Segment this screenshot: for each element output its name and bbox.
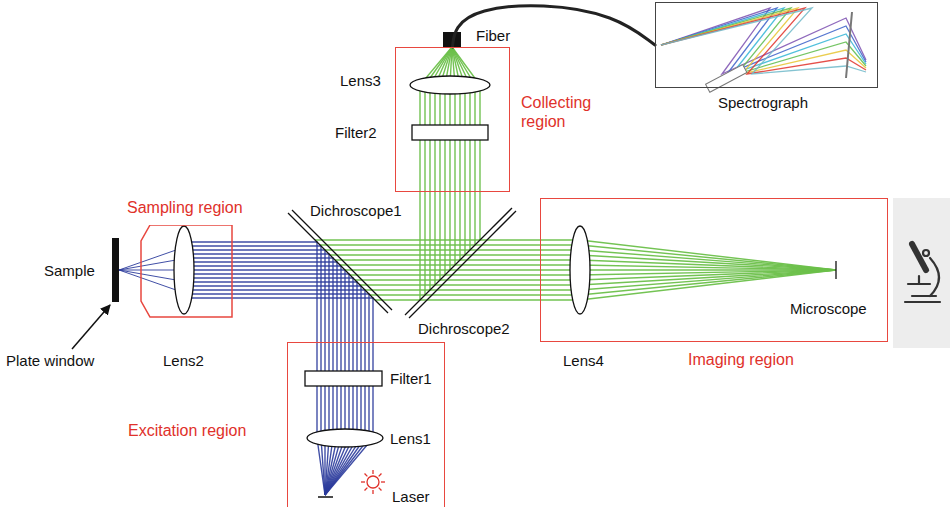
- dichroic-mirror: [405, 208, 516, 318]
- region-label: Imaging region: [688, 350, 794, 369]
- light-ray: [184, 290, 365, 495]
- region-label: Collecting region: [521, 93, 603, 131]
- light-ray: [184, 250, 325, 495]
- laser-ray: [379, 488, 382, 491]
- light-ray: [119, 270, 176, 280]
- light-ray: [661, 8, 866, 74]
- light-ray: [184, 246, 325, 495]
- excitation-region: Excitation region: [287, 342, 445, 507]
- light-ray: [661, 8, 866, 74]
- component-label: Fiber: [476, 27, 510, 45]
- light-ray: [661, 8, 866, 74]
- sampling-region: Sampling region: [140, 225, 233, 318]
- region-label: Sampling region: [127, 198, 243, 217]
- lens: [410, 76, 490, 94]
- spectrograph-rays: [661, 8, 866, 92]
- component-label: Lens2: [163, 352, 204, 370]
- collecting-region: Collecting region: [395, 47, 510, 192]
- light-ray: [365, 270, 836, 290]
- lens: [174, 226, 194, 314]
- imaging-region: Imaging region: [540, 198, 888, 342]
- region-label: Excitation region: [128, 421, 246, 440]
- laser-ray: [381, 481, 385, 482]
- component-label: Lens3: [340, 72, 381, 90]
- region-label: Spectrograph: [718, 94, 808, 112]
- light-ray: [119, 270, 176, 290]
- component-label: Lens1: [390, 430, 431, 448]
- light-ray: [184, 242, 325, 495]
- component-label: Laser: [392, 488, 430, 506]
- component-label: Filter1: [390, 370, 432, 388]
- spectrograph-box: Spectrograph: [655, 2, 878, 88]
- light-ray: [184, 282, 357, 495]
- light-ray: [661, 8, 866, 74]
- sample-plate: [112, 238, 119, 302]
- lens: [307, 429, 383, 447]
- light-ray: [119, 270, 176, 271]
- leader-arrow: [72, 305, 110, 349]
- light-ray: [661, 8, 866, 74]
- component-label: Filter2: [335, 124, 377, 142]
- laser-ray: [365, 474, 368, 477]
- component-label: Microscope: [790, 300, 867, 318]
- optical-fiber: [453, 6, 656, 47]
- component-label: Plate window: [6, 352, 94, 370]
- icon-panel: [893, 198, 950, 348]
- light-ray: [119, 260, 176, 270]
- light-ray: [661, 8, 866, 74]
- component-label: Dichroscope1: [310, 202, 402, 220]
- component-label: Dichroscope2: [418, 320, 510, 338]
- filter: [412, 125, 488, 140]
- laser-ray: [365, 488, 368, 491]
- laser-ray: [372, 490, 373, 494]
- region-outline: [140, 225, 233, 318]
- light-ray: [184, 294, 369, 495]
- component-label: Sample: [44, 262, 95, 280]
- light-ray: [661, 8, 866, 74]
- light-beams: [119, 47, 836, 495]
- focal-mark: [835, 261, 836, 279]
- laser-aperture: [318, 496, 333, 498]
- laser-ray: [372, 470, 373, 474]
- region-outline: [141, 225, 232, 317]
- laser-symbol: [361, 470, 385, 494]
- light-ray: [184, 298, 373, 495]
- component-label: Lens4: [563, 352, 604, 370]
- lens: [570, 226, 590, 314]
- laser-ray: [379, 474, 382, 477]
- grating: [706, 65, 747, 93]
- light-ray: [370, 270, 836, 295]
- laser-ray: [361, 481, 365, 482]
- light-ray: [119, 250, 176, 270]
- microscope-icon: [905, 244, 940, 302]
- dichroic-mirror: [288, 210, 392, 313]
- filter: [305, 371, 382, 386]
- light-ray: [375, 270, 836, 300]
- mirror: [846, 12, 852, 78]
